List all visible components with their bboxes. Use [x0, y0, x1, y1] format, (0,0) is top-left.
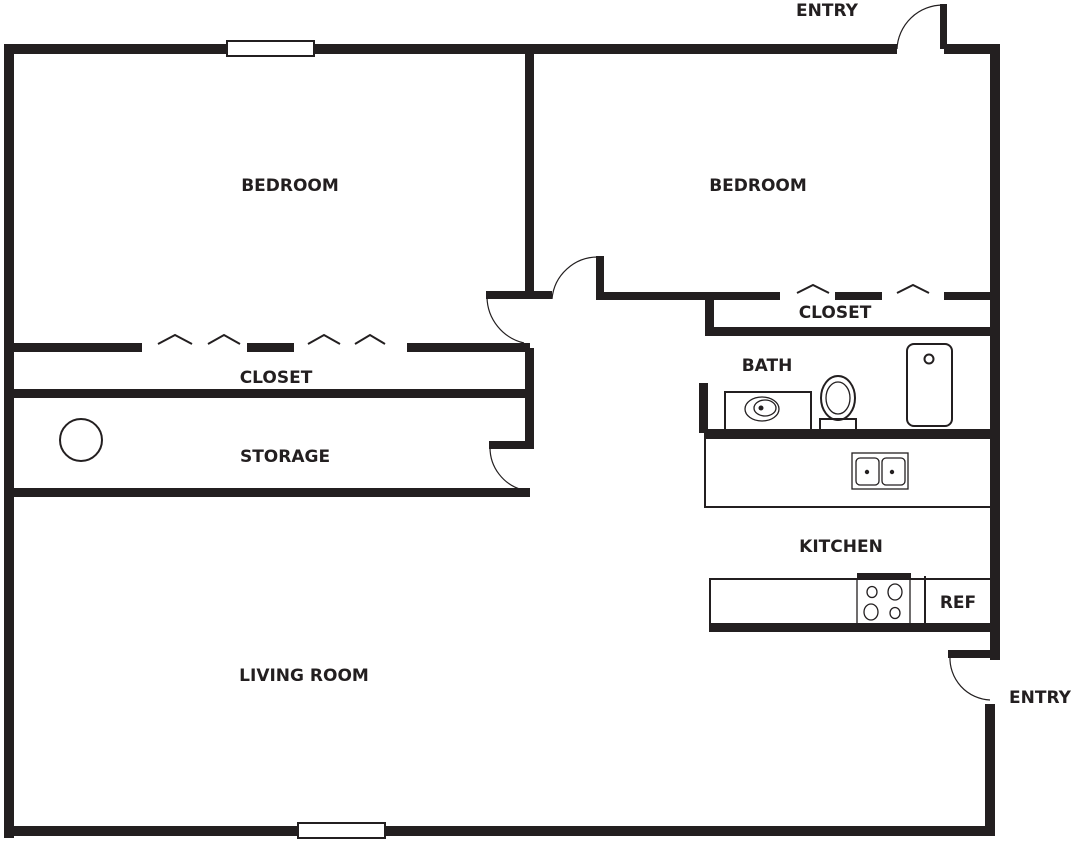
bedroom-right-door-swing: [551, 256, 599, 300]
window-top: [226, 40, 315, 57]
entry-top-door-swing: [896, 4, 944, 50]
label-closet-right: CLOSET: [798, 303, 872, 323]
label-bath: BATH: [741, 356, 793, 376]
label-storage: STORAGE: [239, 447, 331, 467]
water-heater: [59, 418, 103, 462]
exterior-walls: [4, 4, 1000, 838]
toilet: [819, 375, 857, 431]
closet-left-bifold-doors: [157, 333, 386, 345]
stove: [856, 578, 911, 625]
label-kitchen: KITCHEN: [799, 537, 883, 557]
label-refrigerator: REF: [939, 593, 977, 613]
kitchen-counter-upper: [704, 436, 991, 508]
closet-right-bifold-doors: [796, 283, 930, 294]
label-entry-top: ENTRY: [796, 1, 858, 21]
label-living-room: LIVING ROOM: [239, 666, 369, 686]
window-bottom: [297, 822, 386, 839]
entry-right-door-swing: [949, 655, 991, 701]
bathroom-sink: [724, 391, 812, 431]
bedroom-left-door-swing: [486, 296, 525, 344]
storage-door-swing: [489, 446, 524, 491]
interior-walls: [10, 49, 995, 632]
label-entry-right: ENTRY: [1009, 688, 1071, 708]
bathtub: [906, 343, 953, 427]
label-bedroom-left: BEDROOM: [241, 176, 339, 196]
label-closet-left: CLOSET: [239, 368, 313, 388]
kitchen-double-sink: [851, 452, 909, 490]
label-bedroom-right: BEDROOM: [709, 176, 807, 196]
